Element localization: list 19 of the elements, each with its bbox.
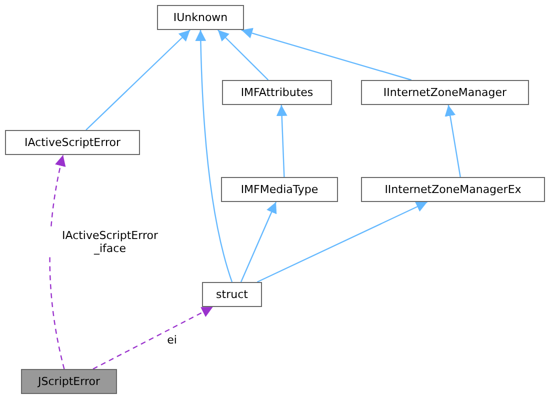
arrow: [276, 104, 288, 178]
dashed-arrow: [49, 154, 66, 370]
highlighted-class-box: JScriptError: [21, 369, 117, 394]
class-box: IInternetZoneManager: [361, 80, 529, 105]
class-box: struct: [202, 282, 262, 307]
arrow: [256, 201, 428, 283]
class-box: IMFAttributes: [222, 80, 332, 105]
arrow: [444, 104, 461, 178]
arrow: [240, 202, 277, 282]
arrow: [241, 28, 412, 81]
class-box: IInternetZoneManagerEx: [361, 177, 545, 202]
arrow: [195, 30, 233, 282]
class-box: IActiveScriptError: [5, 130, 140, 155]
arrow: [86, 30, 190, 130]
arrow: [217, 30, 269, 80]
edge-label: ei: [165, 333, 179, 347]
class-box: IUnknown: [157, 5, 244, 30]
dashed-arrow: [92, 306, 214, 370]
class-box: IMFMediaType: [221, 177, 338, 202]
